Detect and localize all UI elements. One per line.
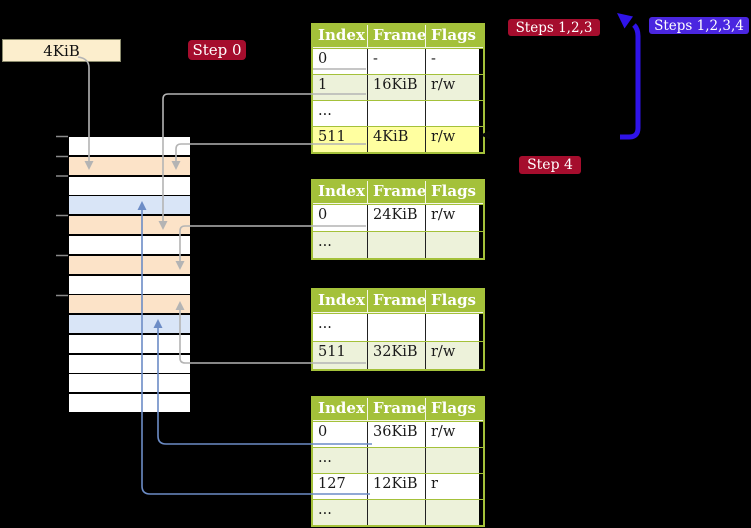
page-table-level-4-row0-flags-cell: - <box>425 49 479 74</box>
steps123-label: Steps 1,2,3 <box>508 19 600 36</box>
page-table-level-4-header-index: Index <box>318 26 365 44</box>
page-table-level-1-row3-frame-cell <box>367 500 425 525</box>
page-table-level-1-row1-index-cell: ... <box>313 448 367 473</box>
memory-frame-row-3-blue <box>69 196 190 214</box>
page-table-level-4-row3-flags-cell: r/w <box>425 127 479 152</box>
page-table-level-1-header-frame: Frame <box>367 398 425 420</box>
page-table-level-1-row3-flags-cell <box>425 500 479 525</box>
page-table-level-1-row0-frame-cell: 36KiB <box>367 422 425 447</box>
page-table-level-2-row-dotdotdot: ... <box>313 313 483 341</box>
page-table-level-1-row2-frame-cell: 12KiB <box>367 474 425 499</box>
memory-frame-row-12-white <box>69 374 190 392</box>
page-table-level-4-row1-index-cell: 1 <box>313 75 367 100</box>
page-table-level-2-header-index: Index <box>318 291 365 309</box>
memory-frame-row-8-peach <box>69 295 190 313</box>
memory-frame-row-0-white <box>69 137 190 155</box>
page-table-level-4-header-flags: Flags <box>425 25 479 47</box>
recursive-loop-arrow <box>620 23 641 140</box>
page-table-level-1-header-index: Index <box>318 399 365 417</box>
page-table-level-2-row0-index-cell: ... <box>313 314 367 341</box>
page-table-level-2-row1-frame-cell: 32KiB <box>367 342 425 369</box>
page-table-level-4-row0-frame-cell: - <box>367 49 425 74</box>
page-table-level-2-header-flags: Flags <box>425 290 479 312</box>
memory-frame-row-4-peach <box>69 216 190 234</box>
page-table-level-2-header-frame: Frame <box>367 290 425 312</box>
page-table-level-3-row0-index-cell: 0 <box>313 205 367 231</box>
page-table-level-4-row2-index-cell: ... <box>313 101 367 126</box>
page-table-level-4-row0-index-cell: 0 <box>313 49 367 74</box>
page-table-level-3-row-dotdotdot: ... <box>313 231 483 258</box>
memory-frame-row-1-peach <box>69 157 190 175</box>
page-table-level-3-row0-frame-cell: 24KiB <box>367 205 425 231</box>
page-size-label: 4KiB <box>43 41 80 60</box>
memory-frame-row-9-blue <box>69 315 190 333</box>
page-table-level-1-row1-frame-cell <box>367 448 425 473</box>
page-table-level-3-header-frame: Frame <box>367 181 425 203</box>
page-table-level-1-row-dotdotdot: ... <box>313 447 483 473</box>
page-table-level-4-row-0: 0-- <box>313 48 483 74</box>
page-table-level-1-header-flags: Flags <box>425 398 479 420</box>
page-table-level-1-row0-flags-cell: r/w <box>425 422 479 447</box>
page-table-level-2-row1-flags-cell: r/w <box>425 342 479 369</box>
page-table-level-1-row2-index-cell: 127 <box>313 474 367 499</box>
page-table-level-4-header-frame: Frame <box>367 25 425 47</box>
page-table-level-4-row-dotdotdot: ... <box>313 100 483 126</box>
page-table-level-3-row0-flags-cell: r/w <box>425 205 479 231</box>
page-table-level-1-row0-index-cell: 0 <box>313 422 367 447</box>
step0-label: Step 0 <box>188 40 246 60</box>
steps1234-label: Steps 1,2,3,4 <box>649 17 749 34</box>
memory-frame-row-13-white <box>69 394 190 412</box>
page-table-level-4-row3-index-cell: 511 <box>313 127 367 152</box>
memory-frame-row-6-peach <box>69 256 190 274</box>
page-table-level-3-row1-frame-cell <box>367 232 425 258</box>
page-size-box: 4KiB <box>2 39 121 62</box>
page-table-level-3-header-index: Index <box>318 182 365 200</box>
page-table-level-2-row1-index-cell: 511 <box>313 342 367 369</box>
page-table-level-3-header-flags: Flags <box>425 181 479 203</box>
page-table-level-1-row2-flags-cell: r <box>425 474 479 499</box>
page-table-level-1-row1-flags-cell <box>425 448 479 473</box>
step4-label: Step 4 <box>519 156 581 174</box>
physical-memory-column <box>69 137 190 413</box>
memory-frame-row-7-white <box>69 276 190 294</box>
page-table-level-4-row1-flags-cell: r/w <box>425 75 479 100</box>
page-table-level-2-row0-frame-cell <box>367 314 425 341</box>
memory-frame-row-5-white <box>69 236 190 254</box>
memory-frame-row-10-white <box>69 335 190 353</box>
memory-frame-row-2-white <box>69 177 190 195</box>
memory-address-ticks <box>56 135 68 297</box>
page-table-level-2-row0-flags-cell <box>425 314 479 341</box>
memory-frame-row-11-white <box>69 355 190 373</box>
page-table-level-3-row1-flags-cell <box>425 232 479 258</box>
page-table-level-4-row1-frame-cell: 16KiB <box>367 75 425 100</box>
page-table-level-4-row3-frame-cell: 4KiB <box>367 127 425 152</box>
recursive-loop-arrowhead <box>617 13 633 29</box>
page-table-level-4-row2-flags-cell <box>425 101 479 126</box>
page-table-level-1-row3-index-cell: ... <box>313 500 367 525</box>
page-table-level-3-row1-index-cell: ... <box>313 232 367 258</box>
page-table-level-4-row2-frame-cell <box>367 101 425 126</box>
page-table-level-1-row-dotdotdot: ... <box>313 499 483 525</box>
